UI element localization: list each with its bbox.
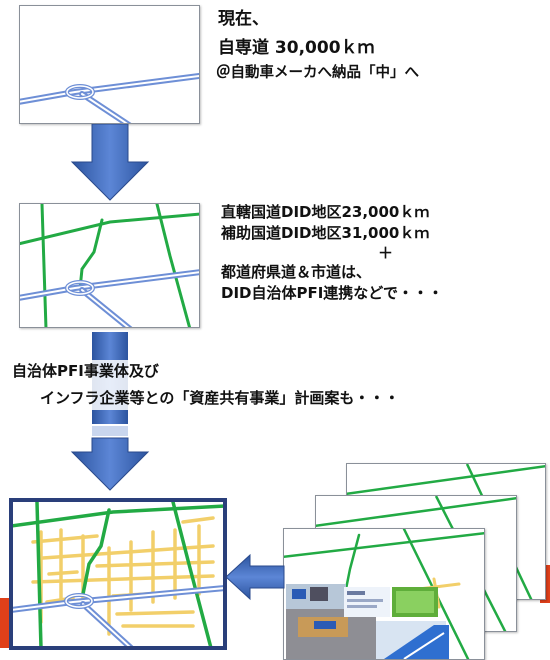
panel1-text-line3: ＠自動車メーカへ納品「中」へ (216, 65, 419, 81)
middle-text-line1: 自治体PFI事業体及び (12, 362, 159, 380)
panel2-text-line2: 補助国道DID地区31,000ｋｍ (221, 224, 430, 242)
panel1-text-line2: 自専道 30,000ｋｍ (218, 38, 375, 58)
down-arrow-2 (70, 332, 150, 491)
panel2-plus-sign: ＋ (378, 244, 394, 262)
panel-combined-road-map (9, 498, 227, 650)
panel2-text-line4: DID自治体PFI連携などで・・・ (221, 284, 444, 302)
expressway-map-drawing (20, 73, 199, 123)
left-arrow (225, 553, 285, 601)
middle-text-line2: インフラ企業等との「資産共有事業」計画案も・・・ (40, 389, 400, 407)
panel2-text-line3: 都道府県道＆市道は、 (221, 263, 372, 281)
middle-text-backdrop (8, 360, 230, 410)
panel-expressway-map (19, 5, 200, 124)
front-sheet-drawing (284, 529, 484, 659)
national-road-map-drawing (20, 204, 199, 327)
panel2-text-line1: 直轄国道DID地区23,000ｋｍ (221, 203, 430, 221)
panel1-text-line1: 現在、 (218, 9, 269, 29)
panel-national-road-map (19, 203, 200, 328)
combined-road-map-drawing (13, 502, 223, 646)
stacked-sheet-front (283, 528, 485, 660)
down-arrow-1 (70, 124, 150, 201)
left-accent-mark (0, 598, 10, 648)
